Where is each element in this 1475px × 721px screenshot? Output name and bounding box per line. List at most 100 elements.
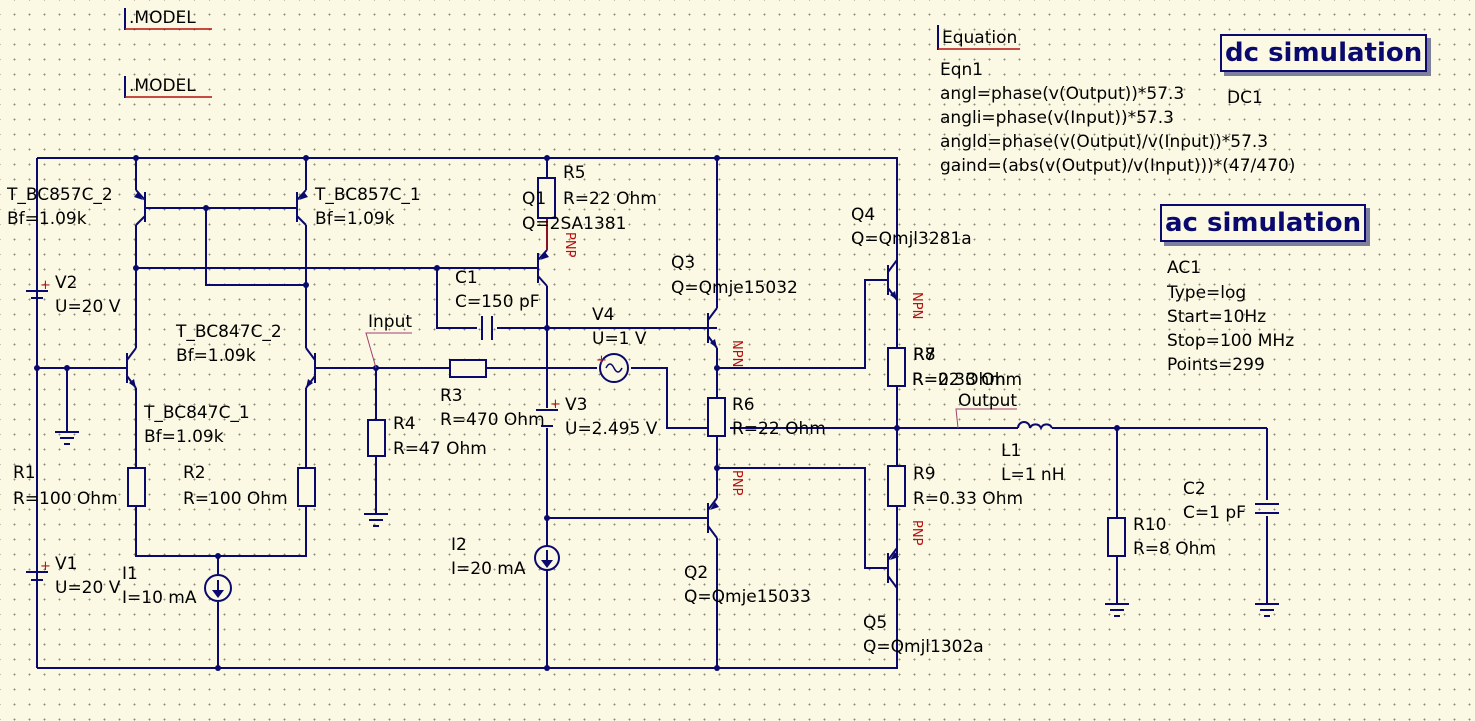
equation-line-2: angli=phase(v(Input))*57.3 <box>940 108 1174 128</box>
model-block-1-label: .MODEL <box>129 8 196 28</box>
resistor-r9[interactable] <box>887 465 906 507</box>
model-block-2-label: .MODEL <box>129 76 196 96</box>
label-q2-name: Q2 <box>684 563 708 583</box>
ac-param-start: Start=10Hz <box>1167 307 1266 327</box>
voltage-source-v3[interactable]: + <box>536 397 561 427</box>
ac-simulation-box[interactable]: ac simulation <box>1160 204 1367 242</box>
label-t857-2-name: T_BC857C_2 <box>6 185 113 205</box>
label-i1-name: I1 <box>122 564 138 584</box>
label-c2-name: C2 <box>1183 479 1206 499</box>
label-t847-1-name: T_BC847C_1 <box>143 403 250 423</box>
label-q4-param: Q=Qmjl3281a <box>851 229 972 249</box>
resistor-r3[interactable] <box>449 359 487 378</box>
label-r8-param: R=22 Ohm <box>912 370 1006 390</box>
ac-param-type: Type=log <box>1166 283 1246 303</box>
label-q3-param: Q=Qmje15032 <box>671 278 798 298</box>
label-r9-name: R9 <box>913 464 936 484</box>
label-r7-name: R7 <box>913 345 936 365</box>
label-r9-param: R=0.33 Ohm <box>913 489 1023 509</box>
voltage-source-v2[interactable]: + <box>26 278 51 299</box>
label-r2-name: R2 <box>183 463 206 483</box>
svg-text:NPN: NPN <box>909 292 924 319</box>
model-block-1[interactable]: .MODEL <box>124 8 212 30</box>
wire-label-input[interactable]: Input <box>365 312 412 369</box>
resistor-r2[interactable] <box>297 467 316 507</box>
current-source-i2[interactable] <box>534 545 560 571</box>
label-t857-1-name: T_BC857C_1 <box>314 185 421 205</box>
capacitor-c1[interactable] <box>481 316 493 340</box>
label-l1-name: L1 <box>1001 441 1021 461</box>
model-block-2[interactable]: .MODEL <box>124 76 212 98</box>
pin-type-labels: PNP NPN PNP NPN PNP <box>562 232 924 546</box>
transistor-t-bc857c-2[interactable] <box>134 189 158 226</box>
inductor-l1[interactable] <box>1017 421 1053 431</box>
label-i1-param: I=10 mA <box>122 588 197 608</box>
svg-text:PNP: PNP <box>909 520 924 546</box>
label-r4-param: R=47 Ohm <box>393 439 487 459</box>
capacitor-c2[interactable] <box>1255 503 1279 514</box>
component-labels: T_BC857C_2 Bf=1.09k T_BC857C_1 Bf=1.09k … <box>6 163 1246 657</box>
transistor-q2[interactable] <box>695 497 719 539</box>
ac-simulation-name: AC1 <box>1167 258 1201 278</box>
transistor-t-bc847c-1[interactable] <box>113 347 137 389</box>
equation-line-3: angld=phase(v(Output)/v(Input))*57.3 <box>940 132 1268 152</box>
label-q3-name: Q3 <box>671 253 695 273</box>
ac-param-points: Points=299 <box>1167 355 1265 375</box>
resistor-r10[interactable] <box>1107 517 1126 557</box>
equation-header: Equation <box>942 28 1017 48</box>
label-q5-name: Q5 <box>863 613 887 633</box>
label-r3-name: R3 <box>440 386 463 406</box>
transistor-q3[interactable] <box>695 307 718 349</box>
ac-simulation-title: ac simulation <box>1165 208 1362 238</box>
resistor-r1[interactable] <box>127 467 146 507</box>
ac-simulation-params: AC1 Type=log Start=10Hz Stop=100 MHz Poi… <box>1166 258 1294 375</box>
resistor-r7-r8[interactable] <box>887 347 906 387</box>
svg-text:Input: Input <box>368 312 412 332</box>
label-i2-name: I2 <box>451 535 467 555</box>
label-v1-param: U=20 V <box>55 578 121 598</box>
resistor-r5[interactable] <box>537 177 556 219</box>
transistor-t-bc857c-1[interactable] <box>283 189 308 226</box>
ac-source-v4[interactable]: + <box>596 353 629 383</box>
dc-simulation-title: dc simulation <box>1225 38 1423 68</box>
equation-block[interactable]: Equation Eqn1 angl=phase(v(Output))*57.3… <box>937 25 1295 176</box>
label-r1-param: R=100 Ohm <box>13 489 118 509</box>
ac-param-stop: Stop=100 MHz <box>1167 331 1294 351</box>
label-v4-name: V4 <box>592 305 614 325</box>
label-r6-param: R=22 Ohm <box>732 419 826 439</box>
label-r6-name: R6 <box>732 395 755 415</box>
resistor-r4[interactable] <box>367 419 386 457</box>
dc-simulation-box[interactable]: dc simulation <box>1220 34 1428 72</box>
label-r10-param: R=8 Ohm <box>1133 539 1216 559</box>
current-source-i1[interactable] <box>204 574 232 602</box>
transistor-q4[interactable] <box>875 259 898 301</box>
wire-label-output[interactable]: Output <box>955 391 1017 429</box>
svg-text:+: + <box>40 559 51 574</box>
ground-symbol <box>55 431 1279 617</box>
label-i2-param: I=20 mA <box>451 559 526 579</box>
label-v2-name: V2 <box>55 273 77 293</box>
label-c1-name: C1 <box>455 268 478 288</box>
equation-line-4: gaind=(abs(v(Output)/v(Input)))*(47/470) <box>940 156 1295 176</box>
label-r8-name: R8 <box>913 345 936 365</box>
label-t847-1-param: Bf=1.09k <box>144 427 224 447</box>
label-r3-param: R=470 Ohm <box>440 410 545 430</box>
transistor-t-bc847c-2[interactable] <box>305 347 329 389</box>
voltage-source-v1[interactable]: + <box>26 559 51 581</box>
label-q5-param: Q=Qmjl1302a <box>863 637 984 657</box>
equation-line-1: angl=phase(v(Output))*57.3 <box>940 84 1184 104</box>
svg-text:Output: Output <box>958 391 1017 411</box>
label-t857-2-param: Bf=1.09k <box>7 209 87 229</box>
label-t857-1-param: Bf=1.09k <box>315 209 395 229</box>
wires <box>36 157 1268 669</box>
label-v3-param: U=2.495 V <box>565 419 658 439</box>
label-v2-param: U=20 V <box>55 297 121 317</box>
label-q4-name: Q4 <box>851 205 875 225</box>
transistor-q5[interactable] <box>875 547 899 589</box>
svg-text:+: + <box>550 397 561 412</box>
transistor-q1[interactable] <box>525 218 549 287</box>
svg-text:NPN: NPN <box>729 340 744 367</box>
resistor-r6[interactable] <box>707 397 726 437</box>
